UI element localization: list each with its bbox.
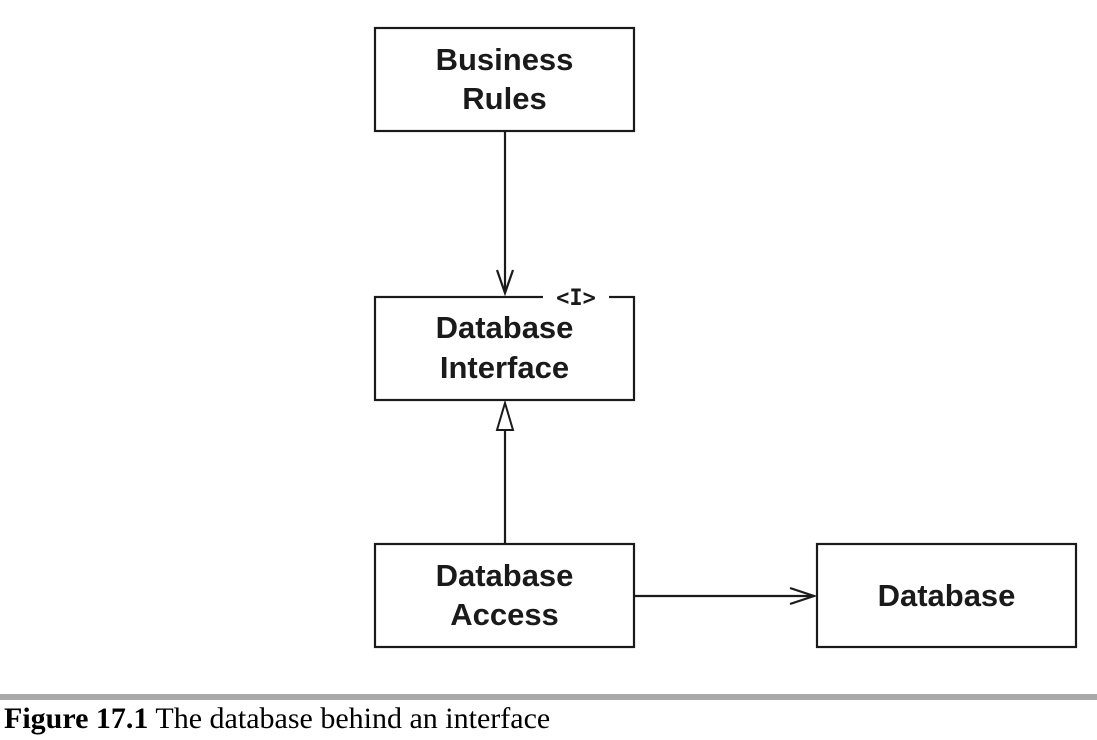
stereotype-gap xyxy=(543,285,609,307)
edge-database-access-to-database xyxy=(634,586,818,606)
node-database-interface: <I> Database Interface xyxy=(373,285,636,402)
figure-caption-text: The database behind an interface xyxy=(155,702,551,735)
figure-caption: Figure 17.1 The database behind an inter… xyxy=(4,701,550,737)
node-database-access: Database Access xyxy=(373,542,636,649)
open-arrowhead xyxy=(789,586,818,606)
node-label-line: Rules xyxy=(462,81,546,116)
open-arrowhead xyxy=(495,269,515,297)
node-database: Database xyxy=(815,542,1078,649)
node-label-line: Access xyxy=(450,597,559,632)
node-label-line: Database xyxy=(436,558,574,593)
node-label-line: Database xyxy=(878,578,1016,613)
figure-number: Figure 17.1 xyxy=(4,702,149,735)
hollow-triangle-arrowhead xyxy=(495,399,515,431)
node-label-line: Interface xyxy=(440,350,569,385)
architecture-diagram: Business Rules <I> Database Interface Da… xyxy=(373,26,1078,649)
caption-divider xyxy=(0,694,1097,700)
node-label-line: Database xyxy=(436,310,574,345)
interface-stereotype: <I> xyxy=(556,286,596,311)
edge-business-rules-to-database-interface xyxy=(495,131,515,297)
node-label-line: Business xyxy=(436,42,574,77)
edge-database-access-to-database-interface xyxy=(495,399,515,543)
node-business-rules: Business Rules xyxy=(373,26,636,133)
